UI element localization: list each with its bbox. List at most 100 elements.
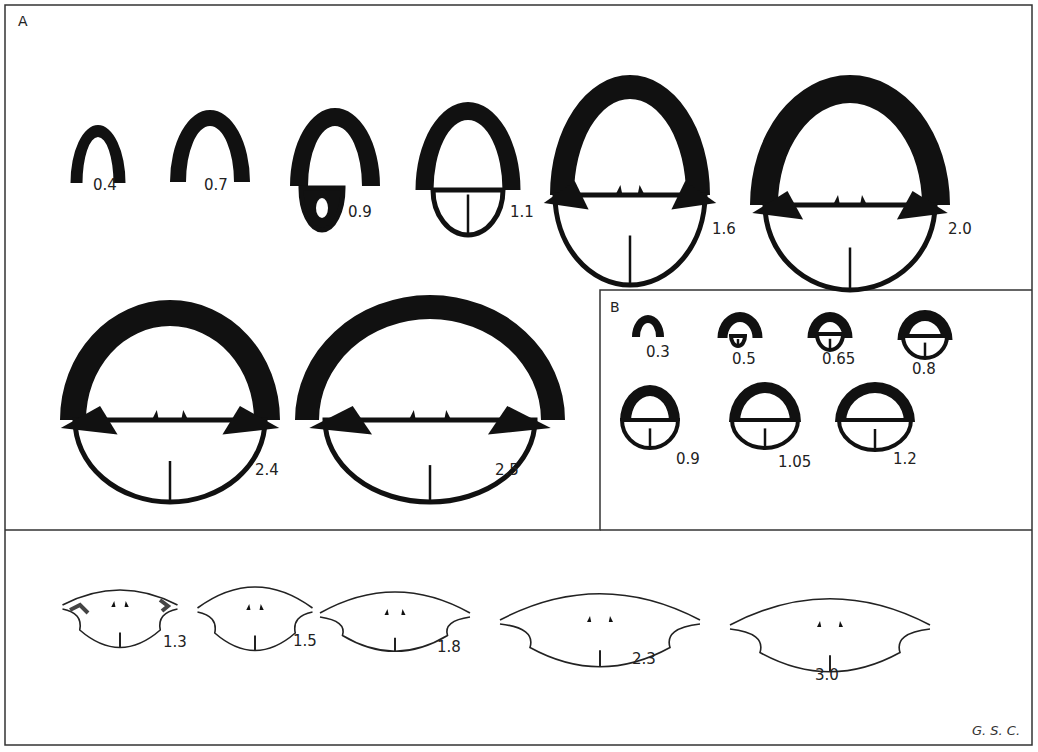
midline xyxy=(599,650,601,667)
dorsal-shield xyxy=(295,295,565,420)
outer-frame xyxy=(5,5,1032,745)
eye-mark xyxy=(834,195,840,203)
stage-number: 1.2 xyxy=(893,452,917,467)
eye-mark xyxy=(860,195,866,203)
genal-flap xyxy=(61,406,118,435)
panel-letter: A xyxy=(18,14,28,28)
eye-mark xyxy=(182,410,188,418)
panel-frame xyxy=(600,529,1032,531)
midline xyxy=(829,339,832,350)
dorsal-outline xyxy=(63,590,178,605)
dorsal-shield xyxy=(71,125,126,183)
eye-mark xyxy=(616,185,622,193)
stage-number: 0.4 xyxy=(93,178,117,193)
eye-mark xyxy=(638,185,644,193)
stage-number: 1.1 xyxy=(510,205,534,220)
eye-mark xyxy=(260,604,264,610)
midline xyxy=(649,428,652,448)
eye-mark xyxy=(817,621,821,627)
stage-number: 1.5 xyxy=(293,634,317,649)
ventral-shield xyxy=(731,336,745,346)
stage-number: 2.5 xyxy=(495,463,519,478)
ventral-shield xyxy=(732,420,798,448)
eye-mark xyxy=(839,621,843,627)
midline xyxy=(119,633,121,648)
panel-letter: B xyxy=(610,300,620,314)
dorsal-outline xyxy=(320,592,470,613)
eye-mark xyxy=(246,604,250,610)
stage-number: 0.9 xyxy=(348,205,372,220)
ventral-outline xyxy=(500,624,700,667)
midline xyxy=(467,195,470,236)
ventral-shield xyxy=(622,420,678,448)
stage-number: 1.6 xyxy=(712,222,736,237)
eye-mark xyxy=(111,601,115,607)
ventral-outline xyxy=(63,609,178,648)
stage-number: 1.8 xyxy=(437,640,461,655)
midline xyxy=(764,428,767,448)
eye-mark xyxy=(125,601,129,607)
genal-flap xyxy=(222,406,279,435)
stage-number: 0.9 xyxy=(676,452,700,467)
genal-flap xyxy=(309,406,372,435)
stage-number: 3.0 xyxy=(815,668,839,683)
midline xyxy=(629,236,632,286)
ventral-outline xyxy=(730,629,930,672)
midline xyxy=(169,461,172,502)
stage-number: 0.3 xyxy=(646,345,670,360)
dorsal-outline xyxy=(500,594,700,620)
ventral-shield xyxy=(903,336,947,358)
dorsal-shield xyxy=(550,75,710,195)
ventral-hole xyxy=(316,198,328,218)
stage-number: 0.65 xyxy=(822,352,855,367)
stage-number: 1.05 xyxy=(778,455,811,470)
shading xyxy=(70,600,168,613)
ventral-shield xyxy=(839,420,911,450)
ventral-shield xyxy=(555,195,705,285)
midline xyxy=(429,465,432,502)
stage-number: 0.5 xyxy=(732,352,756,367)
dorsal-shield xyxy=(290,108,380,186)
dorsal-shield xyxy=(170,110,250,182)
genal-flap xyxy=(897,191,948,220)
eye-mark xyxy=(385,609,389,615)
midline xyxy=(737,339,740,346)
eye-mark xyxy=(153,410,159,418)
stage-number: 0.7 xyxy=(204,178,228,193)
dorsal-shield xyxy=(835,382,915,422)
dorsal-shield xyxy=(750,75,950,205)
eye-mark xyxy=(445,410,451,418)
dorsal-outline xyxy=(198,587,313,608)
dorsal-outline xyxy=(730,599,930,625)
stage-number: 2.3 xyxy=(632,652,656,667)
stage-number: 1.3 xyxy=(163,635,187,650)
genal-flap xyxy=(488,406,551,435)
stage-number: 2.0 xyxy=(948,222,972,237)
ventral-shield xyxy=(817,334,843,350)
midline xyxy=(394,638,396,652)
eye-mark xyxy=(587,616,591,622)
genal-flap xyxy=(671,181,716,210)
midline xyxy=(874,429,877,450)
panel-frame xyxy=(5,290,1032,530)
stage-number: 2.4 xyxy=(255,463,279,478)
ventral-shield xyxy=(433,190,503,235)
dorsal-shield xyxy=(632,315,664,337)
eye-mark xyxy=(609,616,613,622)
stage-number: 0.8 xyxy=(912,362,936,377)
signature: G. S. C. xyxy=(972,724,1020,737)
midline xyxy=(924,343,927,358)
midline xyxy=(254,636,256,651)
midline xyxy=(849,248,852,291)
genal-flap xyxy=(544,181,589,210)
dorsal-shield xyxy=(729,382,801,422)
eye-mark xyxy=(410,410,416,418)
dorsal-shield xyxy=(416,102,521,190)
genal-flap xyxy=(752,191,803,220)
dorsal-shield xyxy=(620,385,680,421)
eye-mark xyxy=(401,609,405,615)
ventral-shield xyxy=(301,188,343,230)
dorsal-shield xyxy=(60,300,280,420)
